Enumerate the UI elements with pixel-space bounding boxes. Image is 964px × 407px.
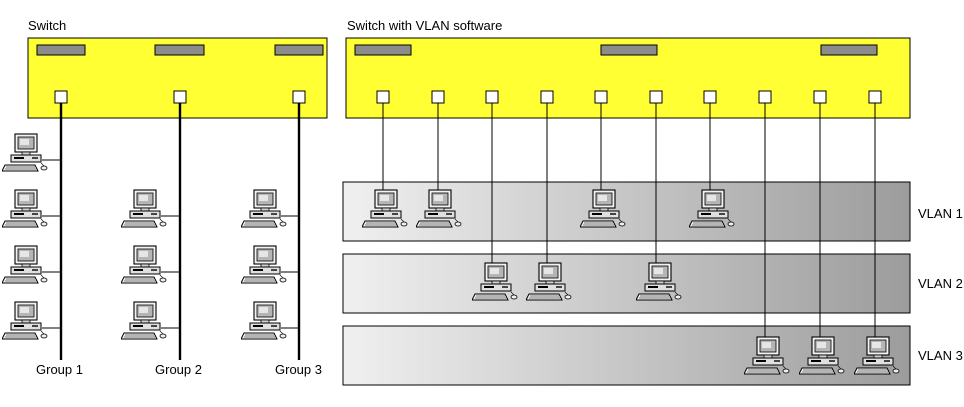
vlan-switch-port bbox=[485, 90, 499, 104]
left-switch-slot bbox=[154, 44, 205, 56]
group-3-label: Group 3 bbox=[275, 362, 322, 377]
vlan-switch-slot bbox=[354, 44, 412, 56]
vlan-3-label: VLAN 3 bbox=[918, 348, 963, 363]
group-1-label: Group 1 bbox=[36, 362, 83, 377]
computer-icon bbox=[241, 189, 287, 228]
vlan-2-band bbox=[342, 253, 911, 314]
vlan-switch-slot bbox=[600, 44, 658, 56]
vlan-switch-port bbox=[649, 90, 663, 104]
computer-icon bbox=[2, 301, 48, 340]
computer-icon bbox=[2, 189, 48, 228]
vlan-2-label: VLAN 2 bbox=[918, 276, 963, 291]
left-switch-port bbox=[54, 90, 68, 104]
left-switch-slot bbox=[274, 44, 324, 56]
vlan-switch-port bbox=[540, 90, 554, 104]
computer-icon bbox=[2, 245, 48, 284]
vlan-switch-port bbox=[813, 90, 827, 104]
vlan-switch-port bbox=[868, 90, 882, 104]
computer-icon bbox=[121, 189, 167, 228]
vlan-switch-port bbox=[703, 90, 717, 104]
vlan-switch-port bbox=[431, 90, 445, 104]
vlan-switch-port bbox=[376, 90, 390, 104]
left-switch-port bbox=[292, 90, 306, 104]
left-switch-port bbox=[173, 90, 187, 104]
left-switch-title: Switch bbox=[28, 18, 67, 33]
computer-icon bbox=[241, 245, 287, 284]
group-2-label: Group 2 bbox=[155, 362, 202, 377]
computer-icon bbox=[121, 301, 167, 340]
vlan-switch-port bbox=[758, 90, 772, 104]
left-switch-slot bbox=[36, 44, 86, 56]
vlan-1-label: VLAN 1 bbox=[918, 206, 963, 221]
vlan-switch-slot bbox=[820, 44, 878, 56]
computer-icon bbox=[241, 301, 287, 340]
computer-icon bbox=[2, 133, 48, 172]
vlan-switch-title: Switch with VLAN software bbox=[347, 18, 503, 33]
vlan-switch-port bbox=[594, 90, 608, 104]
computer-icon bbox=[121, 245, 167, 284]
